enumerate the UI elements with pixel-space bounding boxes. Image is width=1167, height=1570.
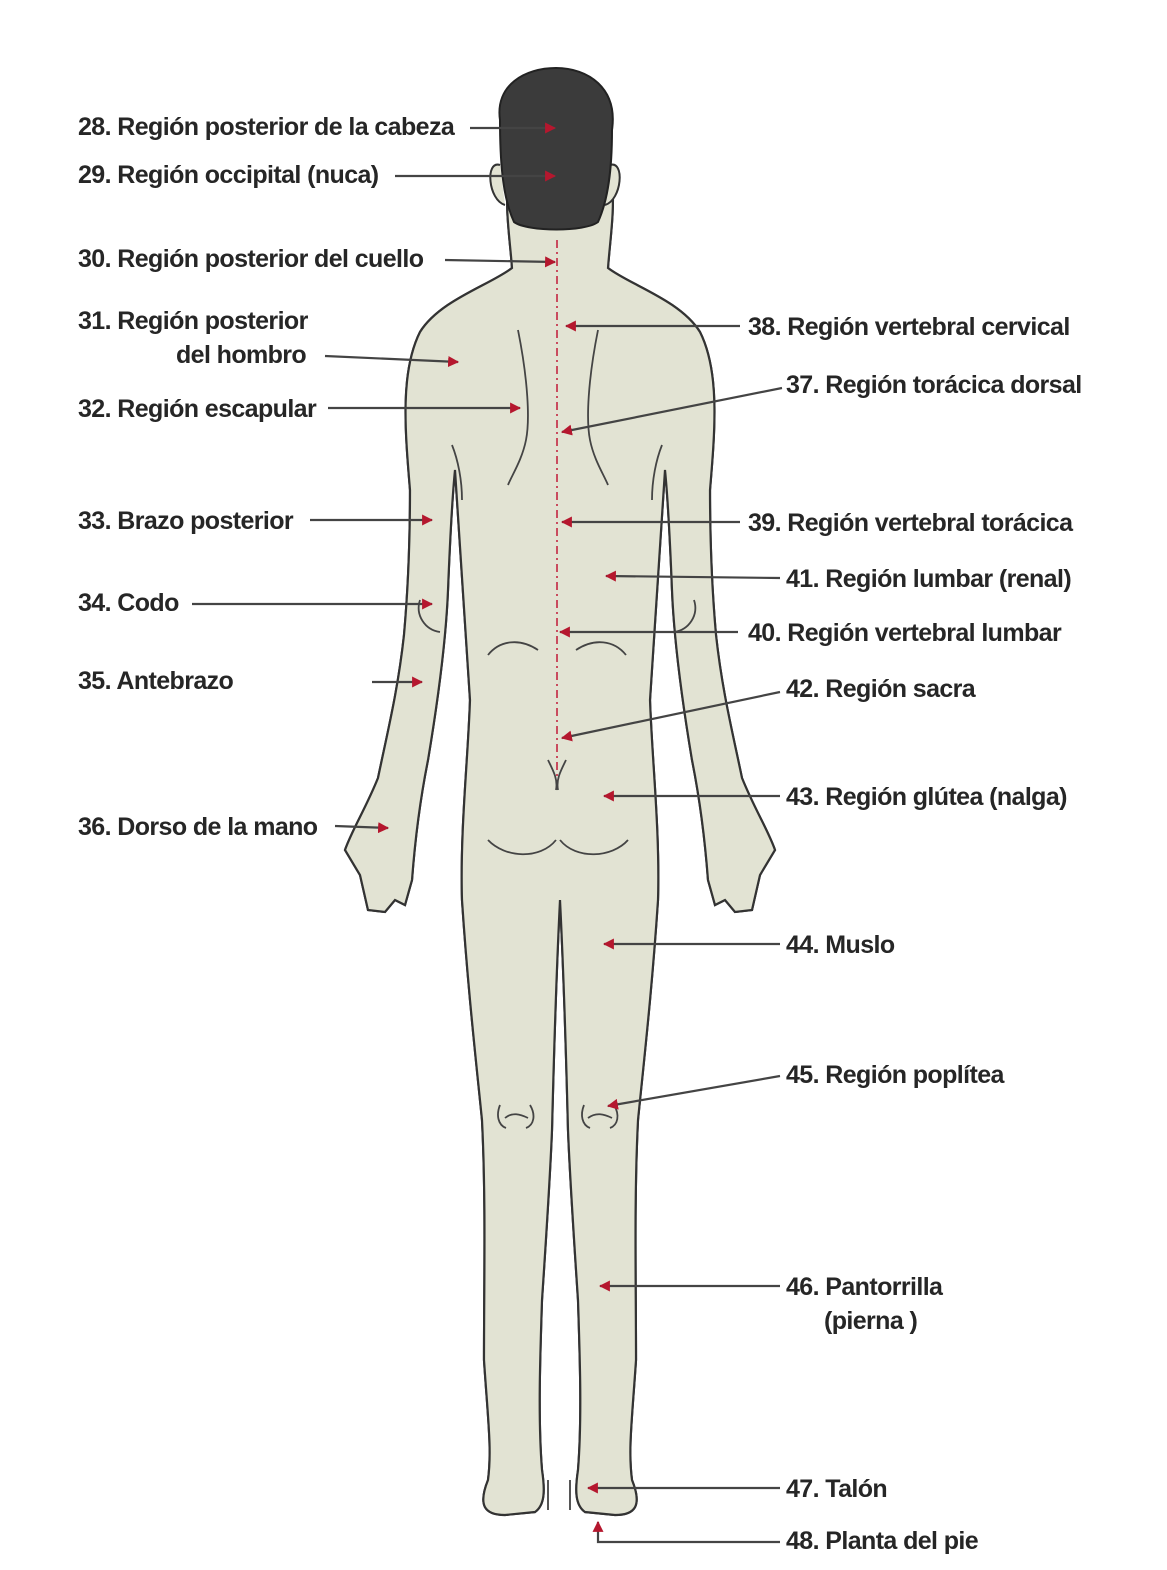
label-34: 34. Codo (78, 586, 179, 620)
leader-48 (598, 1522, 780, 1542)
label-35: 35. Antebrazo (78, 664, 233, 698)
label-28: 28. Región posterior de la cabeza (78, 110, 454, 144)
label-29: 29. Región occipital (nuca) (78, 158, 379, 192)
label-43: 43. Región glútea (nalga) (786, 780, 1067, 814)
label-39: 39. Región vertebral torácica (748, 506, 1072, 540)
label-46-line1: 46. Pantorrilla (786, 1270, 942, 1304)
label-32: 32. Región escapular (78, 392, 316, 426)
label-36: 36. Dorso de la mano (78, 810, 317, 844)
label-33: 33. Brazo posterior (78, 504, 293, 538)
label-31-line2: del hombro (176, 338, 306, 372)
label-46-line2: (pierna ) (824, 1304, 917, 1338)
label-38: 38. Región vertebral cervical (748, 310, 1070, 344)
label-37: 37. Región torácica dorsal (786, 368, 1082, 402)
label-42: 42. Región sacra (786, 672, 975, 706)
label-40: 40. Región vertebral lumbar (748, 616, 1061, 650)
label-30: 30. Región posterior del cuello (78, 242, 423, 276)
label-47: 47. Talón (786, 1472, 887, 1506)
head-hair (499, 68, 612, 230)
label-44: 44. Muslo (786, 928, 895, 962)
label-45: 45. Región poplítea (786, 1058, 1004, 1092)
label-48: 48. Planta del pie (786, 1524, 978, 1558)
label-31-line1: 31. Región posterior (78, 304, 308, 338)
label-41: 41. Región lumbar (renal) (786, 562, 1071, 596)
